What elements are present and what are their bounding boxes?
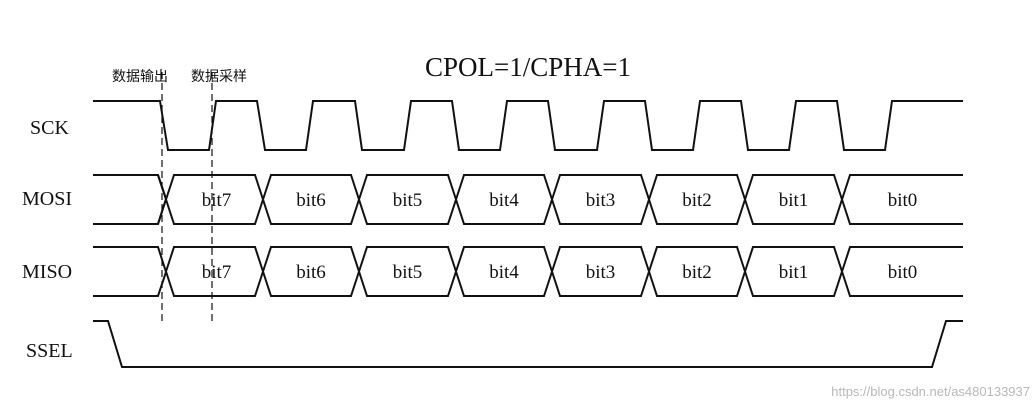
mosi-bit-cell [841, 174, 963, 225]
watermark: https://blog.csdn.net/as480133937 [831, 384, 1030, 399]
mosi-bit-label: bit7 [202, 190, 232, 211]
mosi-bit-label: bit6 [296, 190, 326, 211]
miso-waveform: bit7 bit6 bit5 bit4 bit3 bit2 bit1 bit0 [93, 246, 963, 297]
miso-bit-label: bit7 [202, 262, 232, 283]
miso-bit-label: bit0 [888, 262, 918, 283]
miso-label: MISO [22, 261, 72, 283]
mosi-bit-label: bit0 [888, 190, 918, 211]
miso-bit-cell [841, 246, 963, 297]
diagram-title: CPOL=1/CPHA=1 [425, 52, 631, 82]
sck-waveform [93, 100, 963, 151]
miso-bit-label: bit1 [779, 262, 809, 283]
ssel-waveform [93, 320, 963, 368]
mosi-waveform: bit7 bit6 bit5 bit4 bit3 bit2 bit1 bit0 [93, 174, 963, 225]
data-output-label: 数据输出 [112, 69, 168, 85]
mosi-bit-label: bit4 [489, 190, 519, 211]
miso-bit-label: bit4 [489, 262, 519, 283]
data-sample-label: 数据采样 [191, 69, 247, 85]
mosi-bit-label: bit3 [586, 190, 616, 211]
miso-bit-label: bit2 [682, 262, 712, 283]
miso-bit-label: bit5 [393, 262, 423, 283]
miso-bit-label: bit3 [586, 262, 616, 283]
mosi-label: MOSI [22, 188, 72, 210]
mosi-bit-label: bit1 [779, 190, 809, 211]
sck-label: SCK [30, 117, 69, 139]
miso-bit-label: bit6 [296, 262, 326, 283]
mosi-bit-label: bit5 [393, 190, 423, 211]
ssel-label: SSEL [26, 340, 73, 362]
mosi-bit-label: bit2 [682, 190, 712, 211]
